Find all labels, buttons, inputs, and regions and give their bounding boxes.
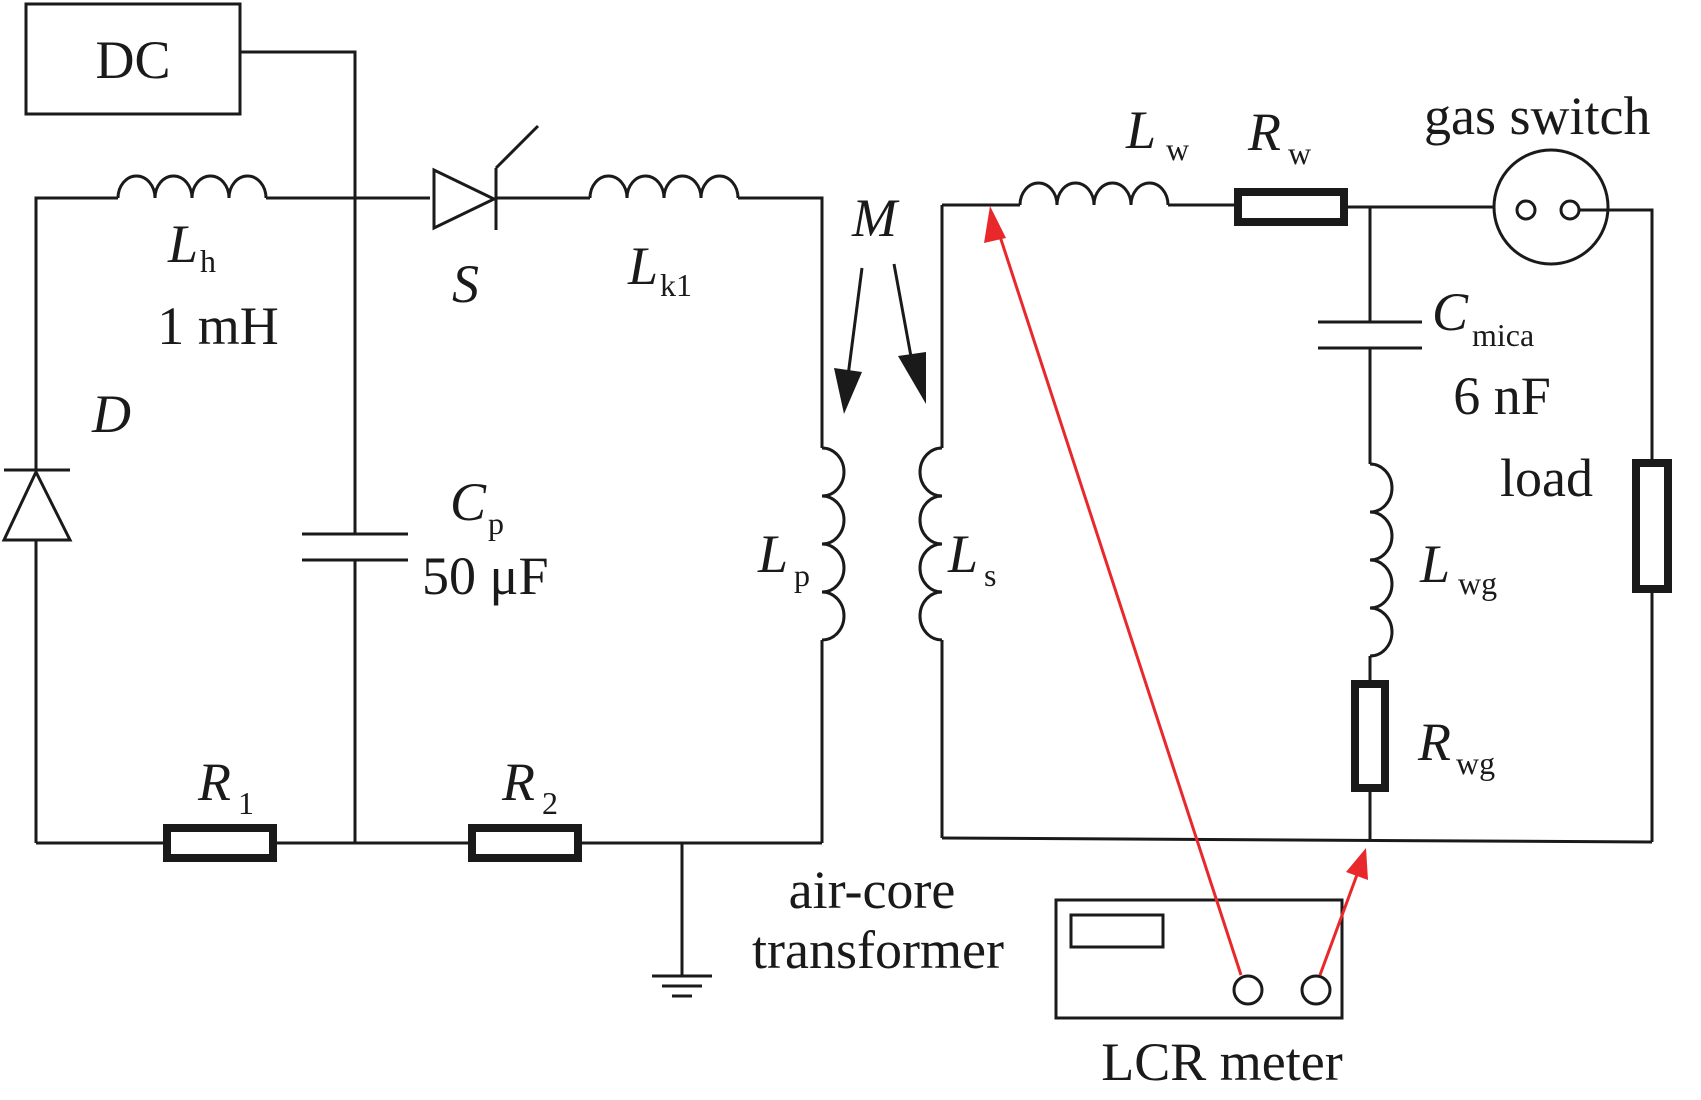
ls-symbol: L	[947, 524, 978, 584]
rwg-subscript: wg	[1456, 745, 1495, 781]
inductor-lw	[1018, 181, 1170, 206]
lcr-terminal-left	[1232, 974, 1264, 1006]
resistor-rwg	[1351, 680, 1389, 792]
s-label: S	[452, 254, 479, 314]
resistor-rw	[1234, 188, 1348, 226]
lwg-symbol: L	[1419, 534, 1450, 594]
transformer-label-2: transformer	[752, 920, 1004, 980]
probe-arrowhead-left	[984, 206, 1006, 243]
rw-subscript: w	[1288, 135, 1311, 171]
top-wire-right	[738, 196, 824, 448]
r1-symbol: R	[197, 752, 231, 812]
inductor-lk1	[588, 174, 740, 199]
m-label: M	[851, 188, 900, 248]
diode-d	[1, 468, 73, 542]
ls-subscript: s	[984, 557, 996, 593]
lh-subscript: h	[200, 243, 216, 279]
sec-right-wire-top	[1579, 208, 1654, 463]
thyristor-s	[432, 167, 498, 231]
lp-subscript: p	[794, 557, 810, 593]
rwg-symbol: R	[1417, 712, 1451, 772]
cmica-symbol: C	[1432, 282, 1469, 342]
lwg-subscript: wg	[1458, 565, 1497, 601]
probe-lead-left	[992, 217, 1243, 976]
d-label: D	[91, 384, 131, 444]
resistor-r1	[163, 824, 277, 862]
cmica-value: 6 nF	[1453, 366, 1551, 426]
cp-gap	[300, 534, 410, 560]
r2-subscript: 2	[542, 785, 558, 821]
lcr-label: LCR meter	[1101, 1032, 1342, 1092]
lcr-meter-box	[1054, 898, 1344, 1020]
r2-symbol: R	[501, 752, 535, 812]
m-arrow-right-head	[898, 352, 926, 404]
dc-label: DC	[95, 30, 170, 90]
r1-subscript: 1	[238, 785, 254, 821]
cp-symbol: C	[450, 472, 487, 532]
left-vertical-wire	[34, 196, 118, 843]
dc-feed-wire	[240, 50, 357, 843]
lp-symbol: L	[757, 524, 788, 584]
cp-value: 50 μF	[422, 546, 548, 606]
lw-subscript: w	[1166, 131, 1189, 167]
m-arrow-left-shaft	[846, 267, 864, 377]
inductor-lh	[116, 174, 268, 199]
probe-lead-right	[1318, 871, 1360, 976]
dc-source-box	[24, 2, 242, 116]
probe-arrowhead-right	[1346, 848, 1368, 880]
m-arrow-right-shaft	[892, 263, 914, 363]
load-resistor	[1632, 459, 1672, 593]
m-arrow-left-head	[834, 368, 862, 414]
gas-switch-label: gas switch	[1424, 86, 1650, 146]
lcr-meter-display	[1069, 913, 1165, 949]
inductor-lwg	[1369, 462, 1394, 658]
gas-switch-electrode-right	[1559, 199, 1581, 221]
gas-switch	[1492, 148, 1610, 266]
cmica-subscript: mica	[1472, 317, 1534, 353]
lk1-symbol: L	[627, 236, 658, 296]
sec-bottom-wire	[941, 836, 1653, 844]
inductor-ls	[918, 446, 943, 642]
thyristor-s-gate	[494, 124, 540, 170]
resistor-r2	[468, 824, 582, 862]
transformer-label-1: air-core	[789, 860, 956, 920]
load-label: load	[1500, 448, 1593, 508]
inductor-lp	[821, 446, 846, 642]
lh-value: 1 mH	[157, 296, 279, 356]
lw-symbol: L	[1125, 100, 1156, 160]
cp-subscript: p	[488, 505, 504, 541]
lcr-terminal-right	[1300, 974, 1332, 1006]
lh-symbol: L	[167, 214, 198, 274]
lk1-subscript: k1	[660, 267, 692, 303]
gas-switch-electrode-left	[1515, 199, 1537, 221]
rw-symbol: R	[1247, 102, 1281, 162]
